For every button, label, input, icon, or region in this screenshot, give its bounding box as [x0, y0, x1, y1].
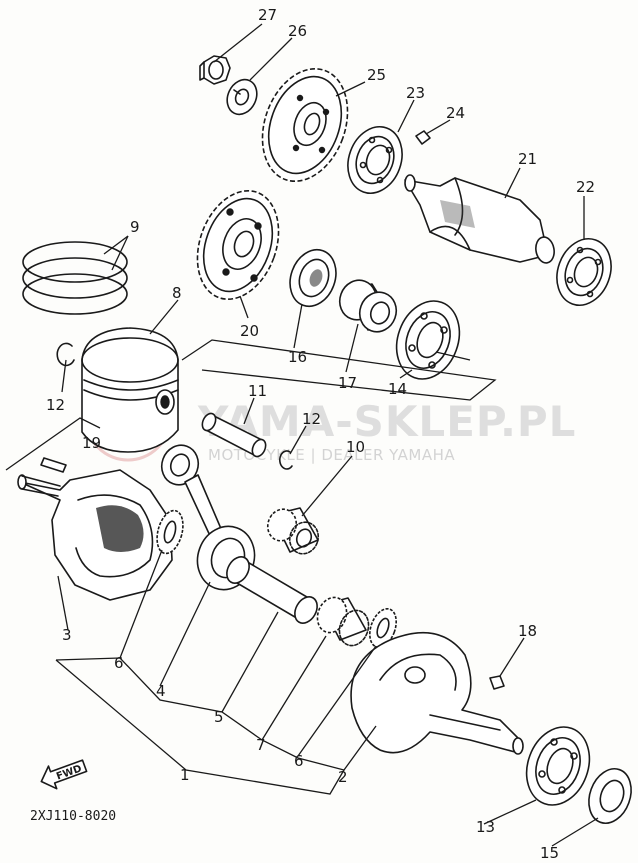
- part-3-crank-left[interactable]: [17, 469, 173, 601]
- label-4[interactable]: 4: [156, 682, 166, 700]
- label-3[interactable]: 3: [62, 626, 72, 644]
- part-2-crank-right[interactable]: [350, 632, 524, 755]
- label-10[interactable]: 10: [346, 438, 365, 456]
- group-outline-piston: [5, 417, 101, 471]
- part-16-bearing[interactable]: [282, 243, 343, 313]
- label-13[interactable]: 13: [476, 818, 495, 836]
- part-8-piston[interactable]: [81, 327, 179, 453]
- watermark-title: YAMA-SKLEP.PL: [197, 397, 576, 446]
- diagram-code: 2XJ110-8020: [30, 809, 116, 824]
- label-25[interactable]: 25: [367, 66, 386, 84]
- part-10-small-end-bearing[interactable]: [263, 505, 322, 558]
- label-12-left[interactable]: 12: [46, 396, 65, 414]
- watermark: YAMA-SKLEP.PL MOTOCYKLE | DEALER YAMAHA: [84, 374, 576, 464]
- group-outline-crankshaft: [55, 657, 345, 795]
- label-20[interactable]: 20: [240, 322, 259, 340]
- label-11[interactable]: 11: [248, 382, 267, 400]
- label-16[interactable]: 16: [288, 348, 307, 366]
- label-19[interactable]: 19: [82, 434, 101, 452]
- part-26-lock-washer[interactable]: [222, 75, 263, 119]
- label-15[interactable]: 15: [540, 844, 559, 862]
- label-12-right[interactable]: 12: [302, 410, 321, 428]
- label-9[interactable]: 9: [130, 218, 140, 236]
- label-7[interactable]: 7: [256, 736, 266, 754]
- part-17-spacer[interactable]: [334, 275, 402, 337]
- label-22[interactable]: 22: [576, 178, 595, 196]
- part-14-bearing[interactable]: [386, 292, 471, 388]
- fwd-direction-arrow: FWD: [40, 759, 88, 790]
- part-12-clip-right[interactable]: [278, 450, 293, 470]
- label-23[interactable]: 23: [406, 84, 425, 102]
- label-27[interactable]: 27: [258, 6, 277, 24]
- part-7-big-end-bearing[interactable]: [313, 593, 374, 649]
- part-18-crank-key[interactable]: [489, 675, 505, 690]
- label-5[interactable]: 5: [214, 708, 224, 726]
- part-6-washer-right[interactable]: [365, 605, 401, 651]
- label-18[interactable]: 18: [518, 622, 537, 640]
- label-8[interactable]: 8: [172, 284, 182, 302]
- part-23-bearing[interactable]: [339, 119, 411, 201]
- fwd-label: FWD: [55, 763, 83, 782]
- label-21[interactable]: 21: [518, 150, 537, 168]
- part-21-balancer-weight[interactable]: [404, 174, 556, 264]
- label-2[interactable]: 2: [338, 768, 348, 786]
- leader-lines: [57, 23, 599, 847]
- label-14[interactable]: 14: [388, 380, 407, 398]
- part-11-piston-pin[interactable]: [200, 411, 268, 458]
- part-22-bearing[interactable]: [548, 231, 620, 313]
- label-17[interactable]: 17: [338, 374, 357, 392]
- part-19-woodruff-key[interactable]: [40, 457, 67, 473]
- group-outline-balancer: [181, 339, 497, 401]
- part-20-balancer-drive-gear[interactable]: [183, 179, 293, 310]
- part-5-crank-pin[interactable]: [222, 553, 321, 627]
- label-6-right[interactable]: 6: [294, 752, 304, 770]
- part-6-washer-left[interactable]: [153, 508, 188, 557]
- part-12-clip-left[interactable]: [56, 342, 75, 367]
- label-6-left[interactable]: 6: [114, 654, 124, 672]
- label-1[interactable]: 1: [180, 766, 190, 784]
- watermark-subtitle: MOTOCYKLE | DEALER YAMAHA: [208, 446, 455, 464]
- part-27-nut[interactable]: [199, 55, 231, 85]
- part-9-piston-rings[interactable]: [22, 241, 128, 315]
- part-13-bearing[interactable]: [516, 718, 600, 814]
- part-25-balancer-driven-gear[interactable]: [248, 57, 363, 193]
- part-number-labels: 27 26 25 23 24 21 22 9 8 20 16 17 14 12 …: [46, 6, 595, 862]
- part-15-oil-seal[interactable]: [582, 763, 638, 829]
- label-26[interactable]: 26: [288, 22, 307, 40]
- label-24[interactable]: 24: [446, 104, 465, 122]
